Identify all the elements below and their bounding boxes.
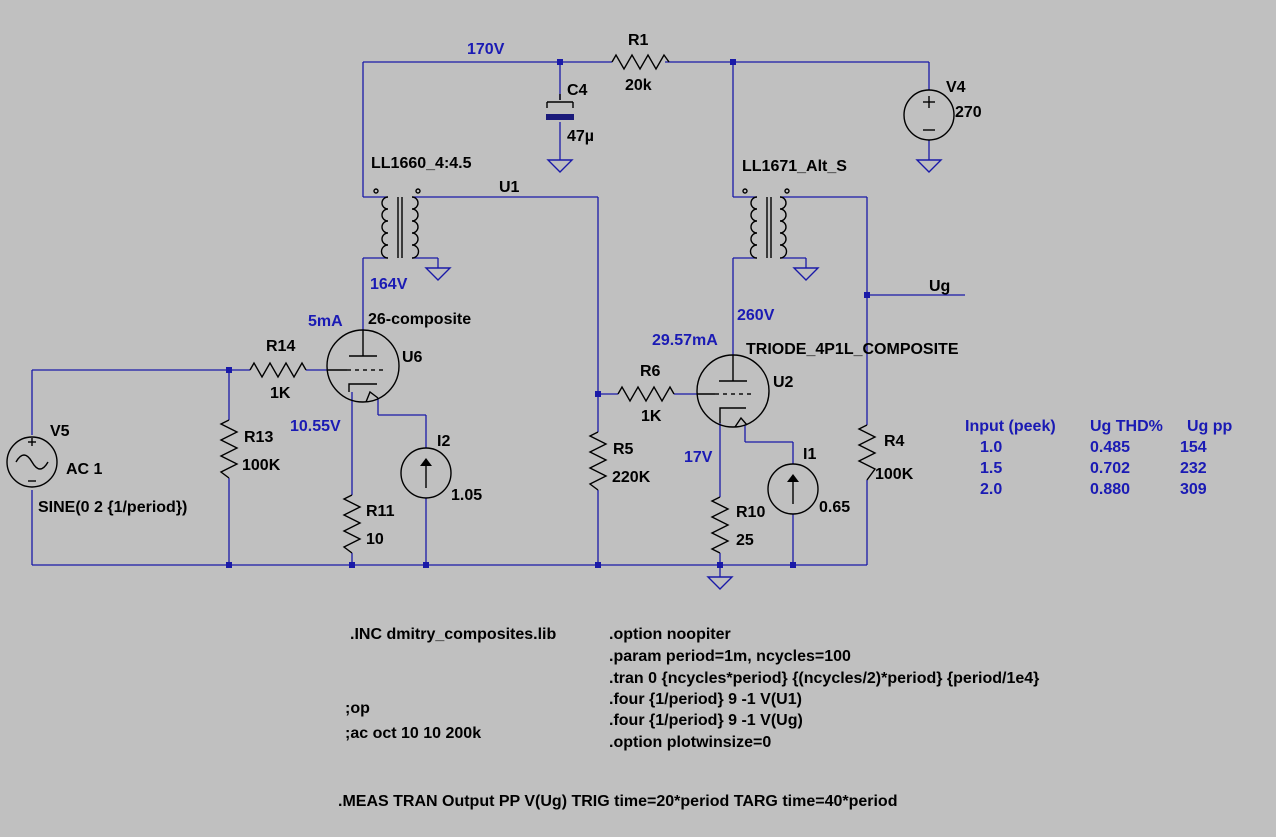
thd-row-3-thd: 0.880	[1090, 481, 1130, 498]
resistor-r14[interactable]	[249, 361, 307, 379]
thd-row-1-thd: 0.485	[1090, 439, 1130, 456]
v5-sine: SINE(0 2 {1/period})	[38, 499, 187, 516]
thd-row-2-thd: 0.702	[1090, 460, 1130, 477]
u2-name: U2	[773, 374, 794, 391]
t2-name: LL1671_Alt_S	[742, 158, 847, 175]
r6-name: R6	[640, 363, 661, 380]
thd-header-pp: Ug pp	[1187, 418, 1233, 435]
voltage-source-v4[interactable]	[903, 89, 955, 141]
thd-row-2-input: 1.5	[980, 460, 1002, 477]
r14-name: R14	[266, 338, 295, 355]
directive-ac-comment: ;ac oct 10 10 200k	[345, 725, 481, 742]
r11-name: R11	[366, 503, 395, 520]
thd-header-input: Input (peek)	[965, 418, 1056, 435]
r5-name: R5	[613, 441, 634, 458]
current-source-i2[interactable]	[400, 447, 452, 499]
directive-inc: .INC dmitry_composites.lib	[350, 626, 556, 643]
component-labels: R1 20k C4 47µ V4 270 LL1660_4:4.5 LL1671…	[38, 32, 982, 549]
net-ug: Ug	[929, 278, 950, 295]
triode-u6[interactable]	[326, 329, 400, 403]
junctions	[226, 59, 870, 568]
net-u1: U1	[499, 179, 520, 196]
directive-four-ug: .four {1/period} 9 -1 V(Ug)	[609, 712, 803, 729]
r4-name: R4	[884, 433, 905, 450]
r13-value: 100K	[242, 457, 281, 474]
ann-29-57ma: 29.57mA	[652, 332, 718, 349]
ann-17v: 17V	[684, 449, 713, 466]
v5-ac: AC 1	[66, 461, 103, 478]
thd-header-thd: Ug THD%	[1090, 418, 1163, 435]
i1-value: 0.65	[819, 499, 850, 516]
ann-10-55v: 10.55V	[290, 418, 341, 435]
directive-meas: .MEAS TRAN Output PP V(Ug) TRIG time=20*…	[338, 793, 897, 810]
r13-name: R13	[244, 429, 273, 446]
ann-164v: 164V	[370, 276, 408, 293]
current-source-i1[interactable]	[767, 463, 819, 515]
thd-row-1-input: 1.0	[980, 439, 1002, 456]
directive-op-comment: ;op	[345, 700, 370, 717]
i1-name: I1	[803, 446, 816, 463]
thd-table: Input (peek) Ug THD% Ug pp 1.0 0.485 154…	[965, 418, 1233, 498]
directive-param: .param period=1m, ncycles=100	[609, 648, 851, 665]
r10-value: 25	[736, 532, 754, 549]
directive-option-noopiter: .option noopiter	[609, 626, 731, 643]
u6-name: U6	[402, 349, 423, 366]
r14-value: 1K	[270, 385, 291, 402]
r11-value: 10	[366, 531, 384, 548]
resistor-r10[interactable]	[710, 496, 730, 554]
ground-symbols	[424, 159, 943, 590]
v4-name: V4	[946, 79, 966, 96]
r1-value: 20k	[625, 77, 652, 94]
ann-170v: 170V	[467, 41, 505, 58]
resistor-r5[interactable]	[588, 431, 608, 491]
transformer-ll1671[interactable]	[742, 188, 790, 259]
i2-value: 1.05	[451, 487, 482, 504]
r1-name: R1	[628, 32, 649, 49]
capacitor-c4[interactable]	[546, 94, 574, 120]
thd-row-3-input: 2.0	[980, 481, 1002, 498]
resistor-r6[interactable]	[617, 385, 675, 403]
thd-row-3-pp: 309	[1180, 481, 1207, 498]
v4-value: 270	[955, 104, 982, 121]
thd-row-1-pp: 154	[1180, 439, 1207, 456]
ann-260v: 260V	[737, 307, 775, 324]
thd-row-2-pp: 232	[1180, 460, 1207, 477]
resistor-r1[interactable]	[611, 53, 670, 71]
spice-directives[interactable]: .INC dmitry_composites.lib .option noopi…	[338, 626, 1039, 810]
u2-model: TRIODE_4P1L_COMPOSITE	[746, 341, 959, 358]
t1-name: LL1660_4:4.5	[371, 155, 472, 172]
r6-value: 1K	[641, 408, 662, 425]
directive-four-u1: .four {1/period} 9 -1 V(U1)	[609, 691, 802, 708]
r10-name: R10	[736, 504, 765, 521]
op-annotations: 170V 164V 5mA 10.55V 260V 29.57mA 17V	[290, 41, 775, 466]
directive-tran: .tran 0 {ncycles*period} {(ncycles/2)*pe…	[609, 670, 1039, 687]
r4-value: 100K	[875, 466, 914, 483]
c4-name: C4	[567, 82, 588, 99]
c4-value: 47µ	[567, 128, 594, 145]
resistor-r4[interactable]	[857, 424, 877, 481]
v5-name: V5	[50, 423, 70, 440]
resistor-r11[interactable]	[342, 494, 362, 554]
triode-u2[interactable]	[696, 354, 770, 428]
r5-value: 220K	[612, 469, 651, 486]
resistor-r13[interactable]	[219, 419, 239, 479]
ann-5ma: 5mA	[308, 313, 343, 330]
transformer-ll1660[interactable]	[373, 188, 421, 259]
u6-model: 26-composite	[368, 311, 471, 328]
i2-name: I2	[437, 433, 450, 450]
ac-source-v5[interactable]	[6, 436, 58, 488]
directive-option-plotwinsize: .option plotwinsize=0	[609, 734, 771, 751]
